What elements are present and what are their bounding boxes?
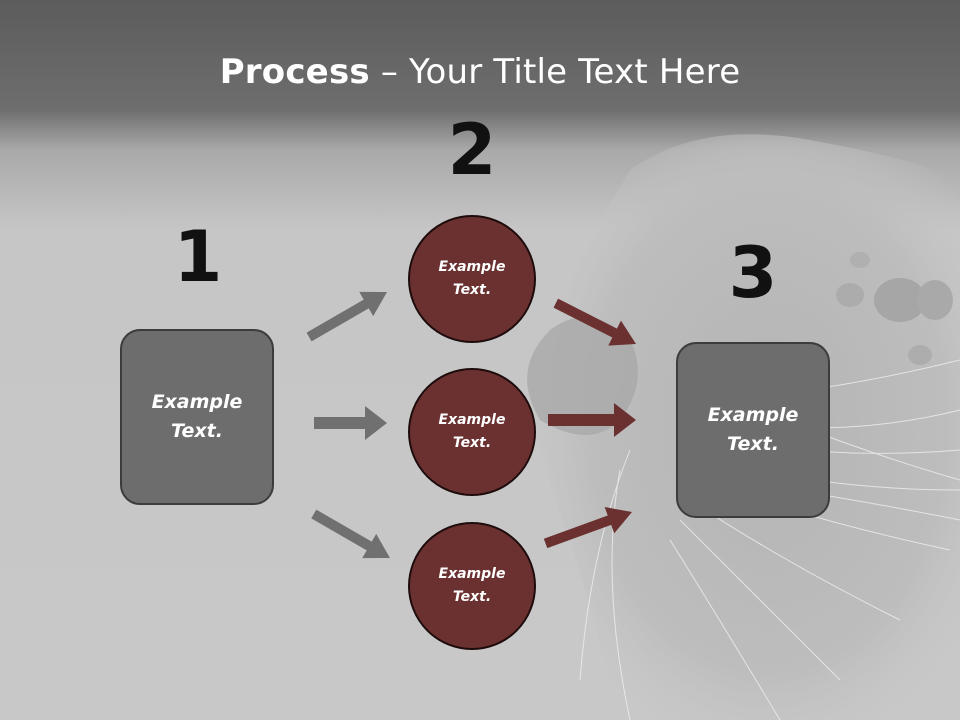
step-1-text: Example Text.	[151, 391, 243, 442]
circle-top-text: Example Text.	[438, 259, 506, 298]
arrow-gray-down-icon	[311, 509, 390, 559]
step-3-box: Example Text.	[676, 342, 830, 518]
step-3-number: 3	[728, 232, 778, 314]
step-2-circle-middle: Example Text.	[408, 368, 536, 496]
arrow-gray-up-icon	[306, 291, 387, 342]
step-3-text: Example Text.	[707, 404, 799, 455]
step-1-number: 1	[173, 216, 223, 298]
arrow-red-down-icon	[553, 298, 636, 346]
arrow-red-right-icon	[548, 403, 636, 437]
title-strong: Process	[219, 52, 370, 92]
step-2-circle-bottom: Example Text.	[408, 522, 536, 650]
circle-bottom-text: Example Text.	[438, 566, 506, 605]
step-1-box: Example Text.	[120, 329, 274, 505]
arrow-red-up-icon	[543, 507, 632, 549]
step-2-circle-top: Example Text.	[408, 215, 536, 343]
slide-title: Process – Your Title Text Here	[0, 52, 960, 92]
title-rest: – Your Title Text Here	[369, 52, 741, 92]
step-2-number: 2	[447, 109, 497, 191]
circle-middle-text: Example Text.	[438, 412, 506, 451]
arrow-gray-right-icon	[314, 406, 387, 440]
